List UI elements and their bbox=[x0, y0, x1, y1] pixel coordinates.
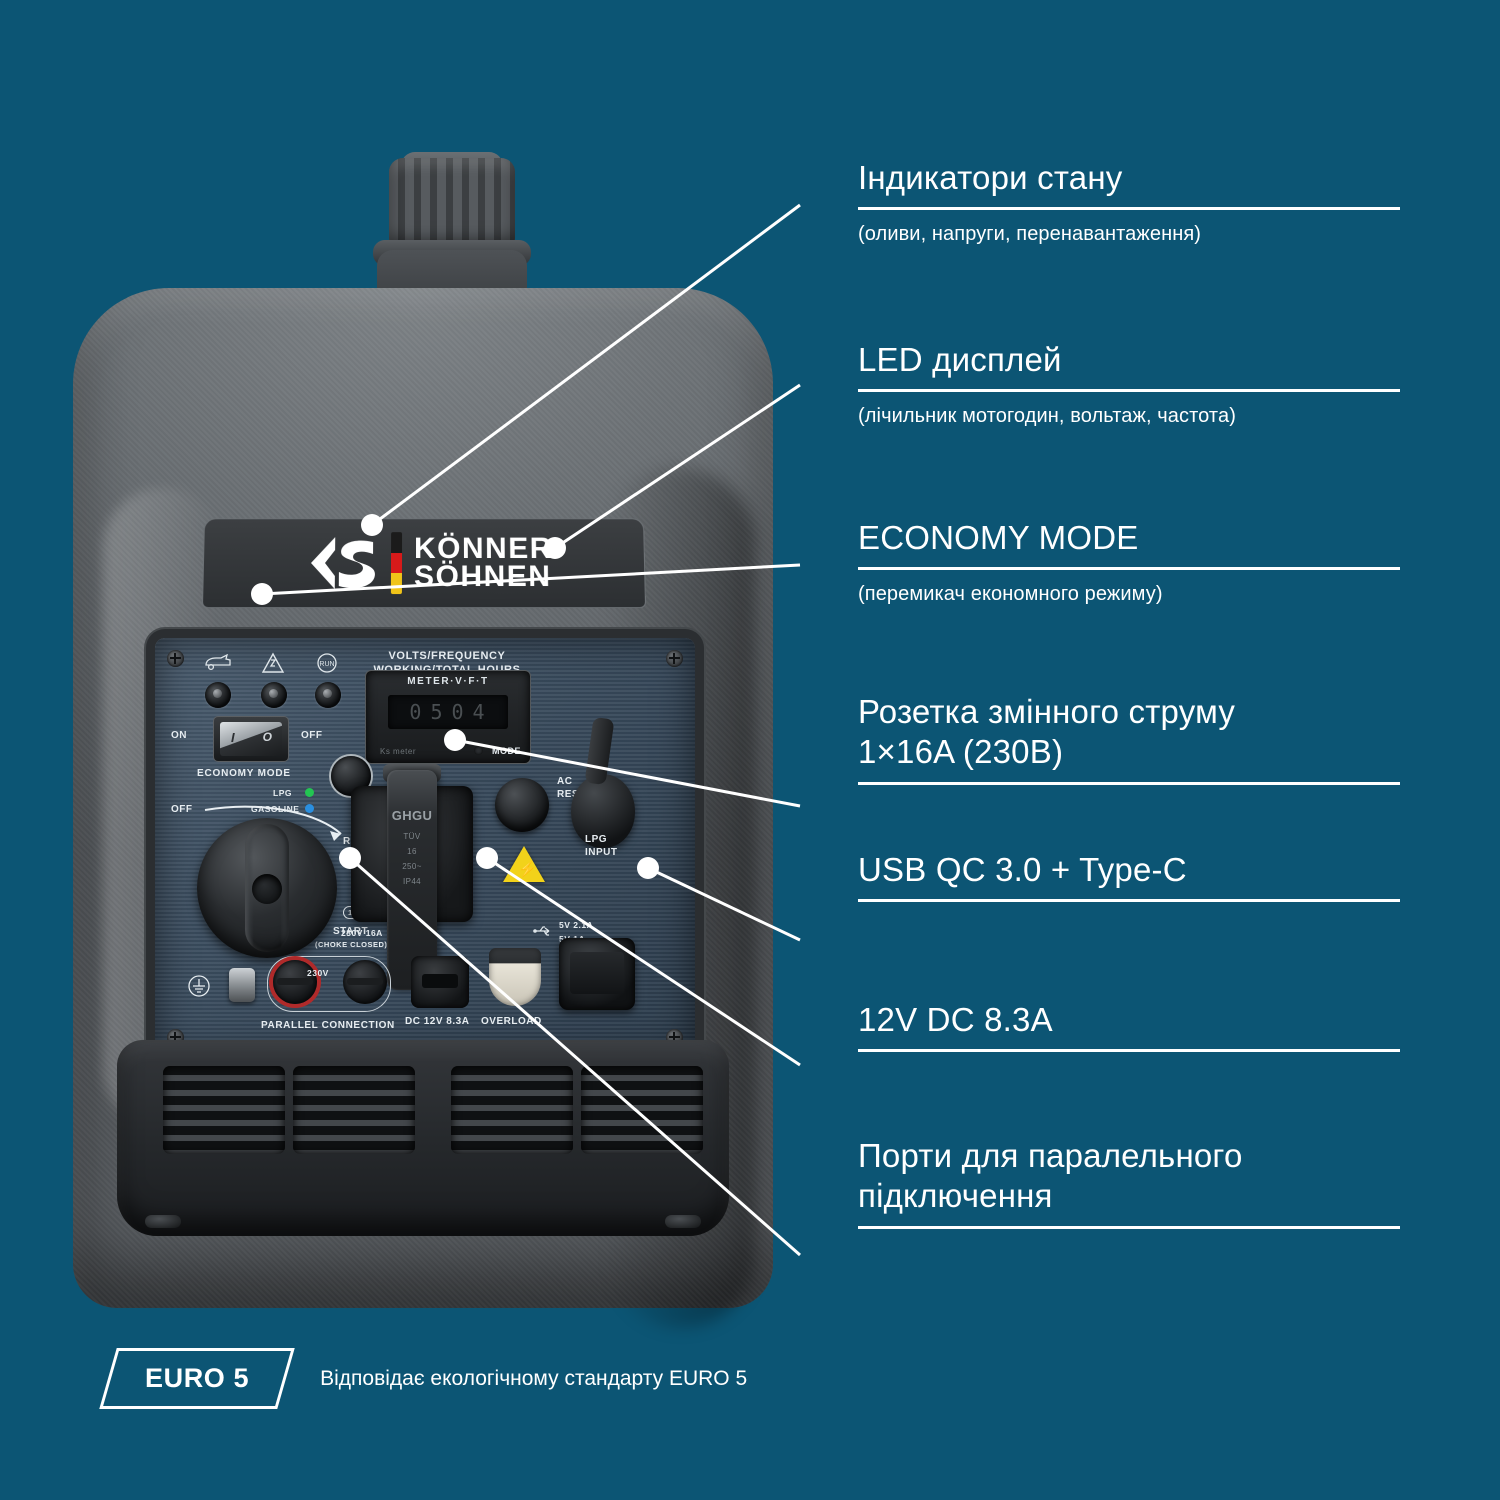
lcd-digit: 4 bbox=[472, 700, 487, 724]
output-warning-icon bbox=[261, 652, 285, 677]
meter-title-line1: VOLTS/FREQUENCY bbox=[388, 650, 506, 662]
parallel-terminal-negative[interactable] bbox=[343, 960, 387, 1004]
parallel-voltage-label: 230V bbox=[307, 968, 329, 978]
callout-title: USB QC 3.0 + Type-C bbox=[858, 851, 1187, 888]
meter-brandmark: Ks meter bbox=[380, 747, 417, 756]
lcd-screen: 0 5 0 4 bbox=[388, 695, 508, 729]
socket-ip-rating: IP44 bbox=[402, 877, 422, 887]
control-panel: RUN VOLTS/FREQUENCY WORKING/TOTAL HOURS … bbox=[155, 638, 695, 1058]
overload-protector[interactable] bbox=[489, 948, 541, 1006]
callout-status-indicators: Індикатори стану (оливи, напруги, перена… bbox=[858, 158, 1400, 246]
ac-socket-caption: 230V 16A bbox=[341, 928, 383, 938]
callout-title: 12V DC 8.3A bbox=[858, 1001, 1053, 1038]
oil-indicator-lamp bbox=[205, 682, 231, 708]
fuel-cap bbox=[389, 158, 515, 250]
generator-foot bbox=[145, 1215, 181, 1228]
callout-subtitle: (лічильник мотогодин, вольтаж, частота) bbox=[858, 405, 1236, 428]
callout-title: LED дисплей bbox=[858, 341, 1062, 378]
usb-port-cover[interactable] bbox=[559, 938, 635, 1010]
callout-title: Розетка змінного струму 1×16A (230В) bbox=[858, 693, 1236, 771]
economy-mode-switch[interactable] bbox=[213, 716, 289, 762]
dc-output-caption: DC 12V 8.3A bbox=[405, 1016, 470, 1027]
overload-indicator-lamp bbox=[261, 682, 287, 708]
lpg-input-label: LPG INPUT bbox=[585, 834, 618, 858]
callout-led-display: LED дисплей (лічильник мотогодин, вольта… bbox=[858, 340, 1400, 428]
economy-mode-label: ECONOMY MODE bbox=[197, 768, 291, 779]
air-vent-block bbox=[117, 1040, 729, 1236]
ground-terminal-bolt[interactable] bbox=[229, 968, 255, 1002]
ac-reset-button[interactable] bbox=[495, 778, 549, 832]
callout-title: Індикатори стану bbox=[858, 159, 1123, 196]
callout-rule bbox=[858, 207, 1400, 211]
mode-led bbox=[474, 746, 483, 755]
usb-icon bbox=[533, 924, 553, 941]
socket-tuv: TÜV bbox=[403, 831, 421, 841]
panel-screw bbox=[167, 650, 184, 667]
lcd-digit: 5 bbox=[430, 700, 445, 724]
gasoline-indicator-dot bbox=[305, 804, 314, 813]
panel-screw bbox=[666, 650, 683, 667]
dc-12v-socket[interactable] bbox=[411, 956, 469, 1008]
callout-title: ECONOMY MODE bbox=[858, 519, 1139, 556]
air-vent bbox=[451, 1066, 573, 1154]
euro5-badge-label: EURO 5 bbox=[145, 1363, 250, 1393]
product-image: KÖNNER SÖHNEN RUN VOLTS/FREQ bbox=[55, 140, 795, 1328]
knob-choke-note: (CHOKE CLOSED) bbox=[315, 940, 388, 949]
callout-parallel-ports: Порти для паралельного підключення bbox=[858, 1136, 1400, 1229]
air-vent bbox=[293, 1066, 415, 1154]
svg-text:RUN: RUN bbox=[319, 661, 334, 668]
brand-line-1: KÖNNER bbox=[413, 532, 554, 566]
socket-volt: 250~ bbox=[402, 862, 422, 872]
brand-name: KÖNNER SÖHNEN bbox=[413, 532, 554, 594]
parallel-terminal-positive[interactable] bbox=[273, 960, 317, 1004]
callout-usb-ports: USB QC 3.0 + Type-C bbox=[858, 850, 1400, 903]
euro5-badge: EURO 5 bbox=[99, 1348, 295, 1409]
meter-label: METER·V·F·T bbox=[407, 676, 489, 687]
lpg-indicator-dot bbox=[305, 788, 314, 797]
callout-rule bbox=[858, 389, 1400, 393]
callout-rule bbox=[858, 1225, 1400, 1229]
economy-off-label: OFF bbox=[301, 730, 323, 741]
callout-rule bbox=[858, 1049, 1400, 1053]
callout-subtitle: (оливи, напруги, перенавантаження) bbox=[858, 223, 1202, 246]
brand-logo-plate: KÖNNER SÖHNEN bbox=[201, 518, 647, 609]
oil-warning-icon bbox=[203, 653, 233, 674]
led-meter: METER·V·F·T 0 5 0 4 Ks meter MODE bbox=[365, 670, 531, 764]
brand-line-2: SÖHNEN bbox=[413, 560, 552, 594]
callout-rule bbox=[858, 567, 1400, 571]
usb-rating-1: 5V 2.1A bbox=[559, 920, 594, 930]
callout-title: Порти для паралельного підключення bbox=[858, 1137, 1243, 1215]
callout-dc-output: 12V DC 8.3A bbox=[858, 1000, 1400, 1053]
callout-subtitle: (перемикач економного режиму) bbox=[858, 583, 1163, 606]
euro5-description: Відповідає екологічному стандарту EURO 5 bbox=[320, 1366, 748, 1390]
parallel-connection-caption: PARALLEL CONNECTION bbox=[261, 1020, 395, 1031]
high-voltage-warning-icon bbox=[503, 846, 545, 882]
meter-mode-button[interactable]: MODE bbox=[492, 746, 521, 756]
run-indicator-icon: RUN bbox=[315, 652, 339, 677]
lcd-digit: 0 bbox=[451, 700, 466, 724]
air-vent bbox=[163, 1066, 285, 1154]
german-flag-icon bbox=[390, 532, 403, 595]
overload-caption: OVERLOAD bbox=[481, 1016, 542, 1027]
knob-off-label: OFF bbox=[171, 804, 193, 815]
lpg-label: LPG bbox=[273, 788, 292, 798]
callout-ac-socket: Розетка змінного струму 1×16A (230В) bbox=[858, 692, 1400, 785]
callout-rule bbox=[858, 899, 1400, 903]
air-vent bbox=[581, 1066, 703, 1154]
euro5-footer: EURO 5 Відповідає екологічному стандарту… bbox=[99, 1348, 748, 1409]
callout-economy-mode: ECONOMY MODE (перемикач економного режим… bbox=[858, 518, 1400, 606]
socket-brand: GHGU bbox=[391, 808, 433, 823]
ks-monogram-icon bbox=[295, 534, 382, 592]
economy-on-label: ON bbox=[171, 730, 187, 741]
generator-foot bbox=[665, 1215, 701, 1228]
callout-rule bbox=[858, 781, 1400, 785]
ground-icon bbox=[187, 974, 211, 998]
engine-start-knob[interactable] bbox=[197, 818, 337, 958]
run-indicator-lamp bbox=[315, 682, 341, 708]
socket-rating: 16 bbox=[407, 846, 417, 856]
gasoline-label: GASOLINE bbox=[251, 804, 300, 814]
lcd-digit: 0 bbox=[409, 700, 424, 724]
ac-socket-230v[interactable]: GHGU TÜV 16 250~ IP44 bbox=[351, 764, 473, 990]
